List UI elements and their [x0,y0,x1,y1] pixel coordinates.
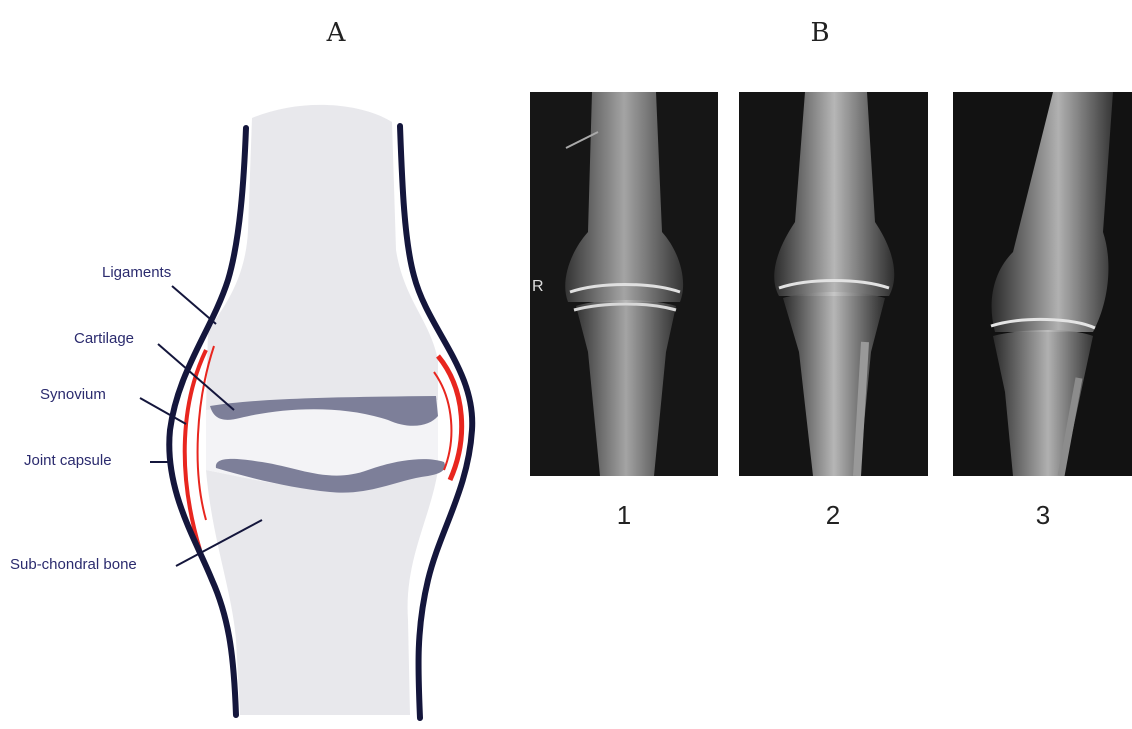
xray-label-2: 2 [813,500,853,531]
xray-image-2 [739,92,928,476]
xray-image-1: R [530,92,718,476]
xray-label-1: 1 [604,500,644,531]
leader-ligaments [172,286,216,324]
xray-label-3: 3 [1023,500,1063,531]
xray-2-svg [739,92,928,476]
panel-b-letter: B [800,18,840,48]
lower-bone [206,466,438,715]
label-cartilage: Cartilage [74,330,134,347]
xray-3-svg [953,92,1132,476]
joint-diagram: Ligaments Cartilage Synovium Joint capsu… [0,0,520,724]
xray-image-3 [953,92,1132,476]
label-joint-capsule: Joint capsule [24,452,112,469]
label-subchondral-bone: Sub-chondral bone [10,556,137,573]
label-synovium: Synovium [40,386,106,403]
label-ligaments: Ligaments [102,264,171,281]
xray-1-side-marker: R [532,278,544,296]
leader-synovium [140,398,186,424]
joint-diagram-svg [0,0,520,724]
xray-1-svg [530,92,718,476]
